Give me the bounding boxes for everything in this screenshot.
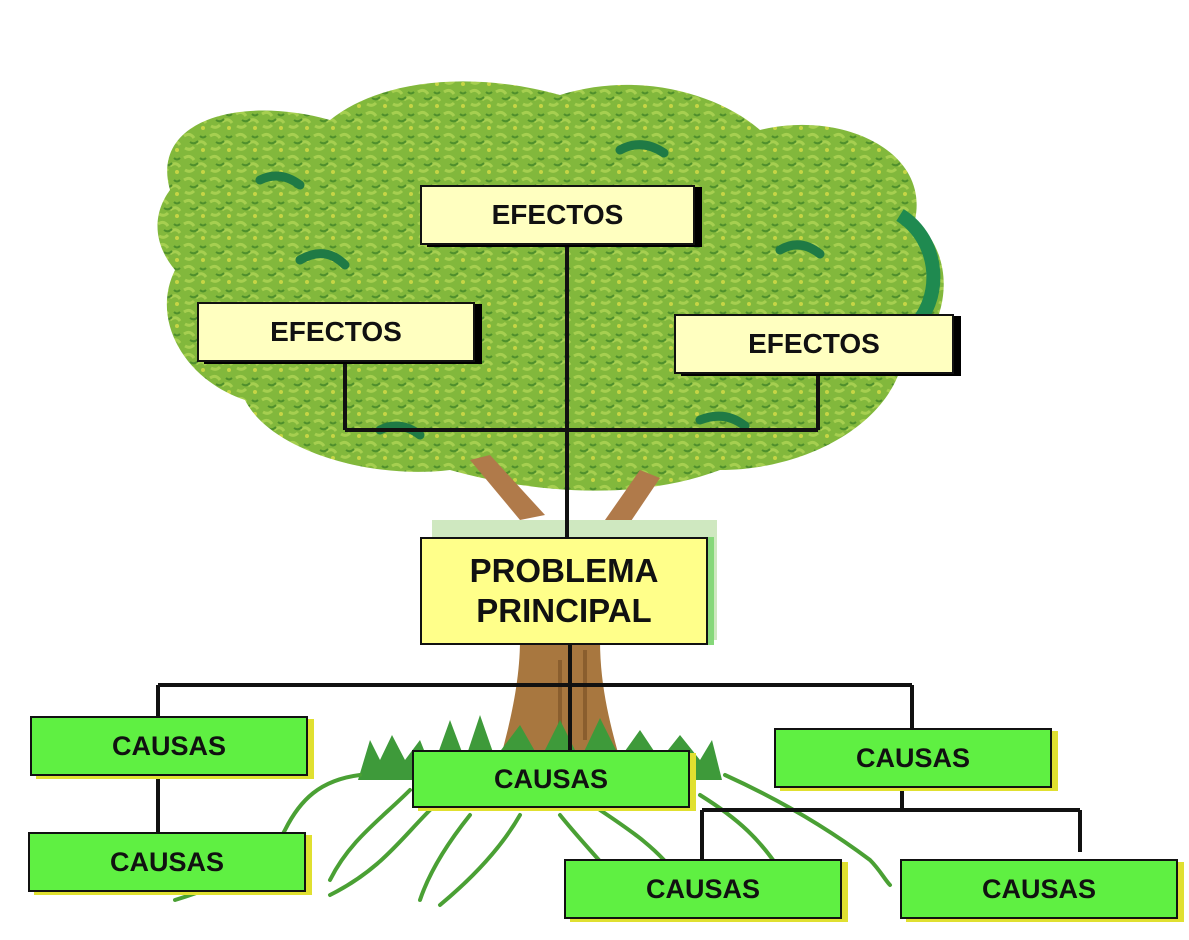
cause-label: CAUSAS [111, 730, 226, 761]
cause-box-center: CAUSAS [412, 750, 690, 808]
effect-box-right: EFECTOS [674, 314, 954, 374]
effect-label: EFECTOS [491, 199, 624, 231]
cause-label: CAUSAS [645, 873, 760, 904]
tree-foliage [157, 81, 944, 491]
effect-box-top: EFECTOS [420, 185, 695, 245]
effect-label: EFECTOS [748, 328, 880, 360]
cause-box-left-bottom: CAUSAS [28, 832, 306, 892]
effect-label: EFECTOS [270, 316, 402, 348]
problem-line-1: PROBLEMA [469, 552, 659, 590]
problem-line-2: PRINCIPAL [476, 592, 652, 629]
cause-label: CAUSAS [493, 763, 608, 794]
cause-box-left-top: CAUSAS [30, 716, 308, 776]
cause-box-right-bottom: CAUSAS [900, 859, 1178, 919]
cause-label: CAUSAS [981, 873, 1096, 904]
connector-lines [156, 246, 1082, 860]
cause-box-right-top: CAUSAS [774, 728, 1052, 788]
cause-box-center-bottom: CAUSAS [564, 859, 842, 919]
main-problem-box: PROBLEMA PRINCIPAL [420, 537, 708, 645]
effect-box-left: EFECTOS [197, 302, 475, 362]
cause-label: CAUSAS [855, 742, 970, 773]
cause-label: CAUSAS [109, 846, 224, 877]
